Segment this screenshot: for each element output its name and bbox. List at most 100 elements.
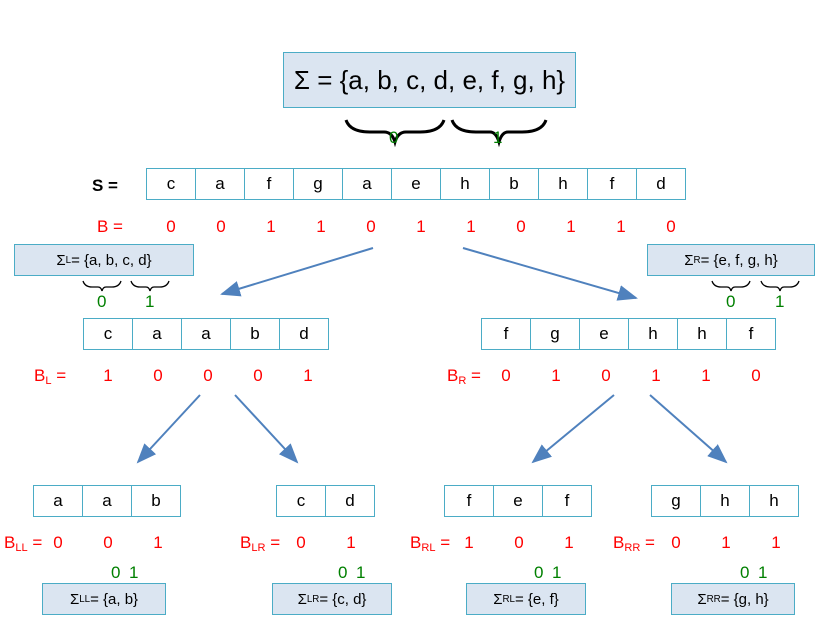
left-bit: 1 (103, 366, 113, 385)
left-bit: 0 (253, 366, 263, 385)
right-bit: 1 (551, 366, 561, 385)
ll-bit: 0 (103, 533, 113, 552)
brace-sigma-r-1 (760, 280, 800, 292)
root-cell: h (538, 168, 588, 200)
root-bit: 1 (266, 217, 276, 236)
arrow-right-to-rr (649, 394, 728, 464)
br-label-sub: R (458, 374, 467, 387)
root-cell: e (391, 168, 441, 200)
arrow-left-to-ll (136, 394, 201, 464)
lr-split-0: 0 (338, 563, 348, 582)
root-cell: c (146, 168, 196, 200)
root-bit: 1 (566, 217, 576, 236)
sigma-l-rest: = {a, b, c, d} (71, 251, 152, 269)
root-cell: f (587, 168, 637, 200)
rr-bit: 0 (671, 533, 681, 552)
sigma-ll-main: Σ (69, 590, 80, 608)
left-bit: 0 (153, 366, 163, 385)
bl-label-main: B (34, 366, 46, 385)
rr-bitvector: 0 1 1 (651, 533, 801, 553)
s-label: S = (92, 176, 118, 195)
sigma-l-main: Σ (56, 251, 66, 269)
brr-label-main: B (613, 533, 625, 552)
ll-split-1: 1 (129, 563, 139, 582)
bl-label-eq: = (51, 366, 67, 385)
right-cell: g (530, 318, 580, 350)
right-bit: 0 (601, 366, 611, 385)
sigma-rl-sub: RL (502, 593, 515, 605)
lr-cell: d (325, 485, 375, 517)
root-bit: 0 (216, 217, 226, 236)
rr-bit: 1 (721, 533, 731, 552)
brl-label-sub: RL (421, 541, 436, 554)
rr-split-0: 0 (740, 563, 750, 582)
right-cell: f (726, 318, 776, 350)
ll-split-0: 0 (111, 563, 121, 582)
ll-cell: a (33, 485, 83, 517)
sigma-l-split-0: 0 (97, 292, 107, 311)
root-cell: d (636, 168, 686, 200)
brace-sigma-r-0 (711, 280, 751, 292)
root-cell: a (195, 168, 245, 200)
root-cell: g (293, 168, 343, 200)
b-label: B = (97, 217, 123, 236)
sigma-rl-main: Σ (493, 590, 503, 608)
br-label: BR = (447, 366, 481, 387)
rr-cell: h (749, 485, 799, 517)
sigma-r-split-0: 0 (726, 292, 736, 311)
left-bit: 1 (303, 366, 313, 385)
lr-split-1: 1 (356, 563, 366, 582)
rr-cell: g (651, 485, 701, 517)
brace-sigma-l-0 (82, 280, 122, 292)
blr-label-main: B (240, 533, 252, 552)
rl-cell: f (444, 485, 494, 517)
root-split-0: 0 (389, 128, 399, 147)
root-cell: b (489, 168, 539, 200)
lr-bit: 0 (296, 533, 306, 552)
left-cell: d (279, 318, 329, 350)
ll-bit: 0 (53, 533, 63, 552)
root-bit: 0 (166, 217, 176, 236)
right-cell: f (481, 318, 531, 350)
brr-label-eq: = (640, 533, 655, 552)
sigma-l-sub: L (65, 254, 72, 266)
ll-cell: b (131, 485, 181, 517)
root-bit: 1 (466, 217, 476, 236)
left-cell: a (181, 318, 231, 350)
root-bit: 0 (666, 217, 676, 236)
root-cell: f (244, 168, 294, 200)
lr-cell: c (276, 485, 326, 517)
bll-label: BLL = (4, 533, 42, 554)
rl-bit: 0 (514, 533, 524, 552)
left-bit: 0 (203, 366, 213, 385)
left-bitvector: 1 0 0 0 1 (83, 366, 333, 386)
rl-bit: 1 (464, 533, 474, 552)
brl-label: BRL = (410, 533, 450, 554)
brr-label-sub: RR (624, 541, 641, 554)
rr-bit: 1 (771, 533, 781, 552)
sigma-r-split-1: 1 (775, 292, 785, 311)
blr-label: BLR = (240, 533, 280, 554)
brl-label-eq: = (435, 533, 451, 552)
arrow-root-to-left (220, 247, 374, 297)
sigma-lr-sub: LR (306, 593, 320, 605)
rl-split-0: 0 (534, 563, 544, 582)
right-bit: 0 (501, 366, 511, 385)
br-label-main: B (447, 366, 459, 385)
sigma-r-rest: = {e, f, g, h} (700, 251, 778, 269)
arrow-root-to-right (462, 247, 638, 301)
blr-label-eq: = (265, 533, 281, 552)
